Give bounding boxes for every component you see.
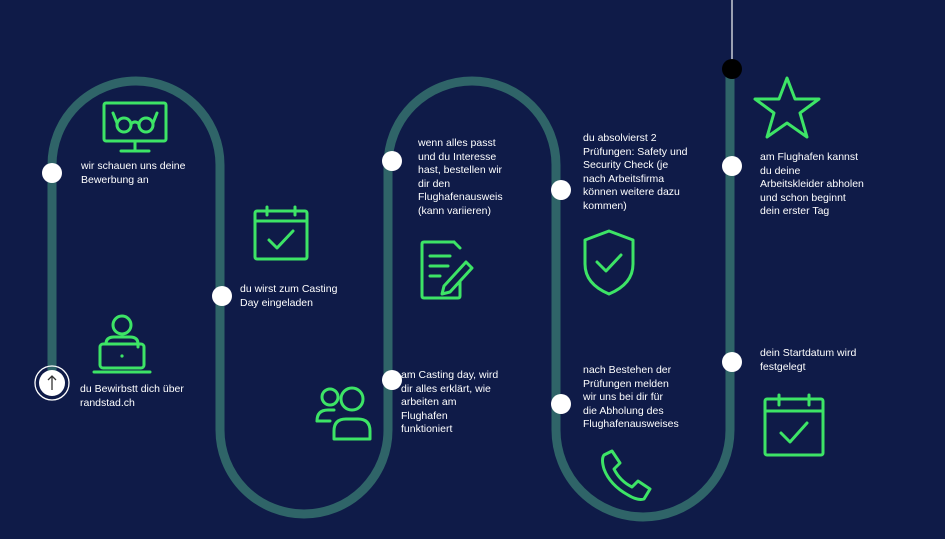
step-node-6 bbox=[551, 180, 571, 200]
step-text-1: du Bewirbstt dich über randstad.ch bbox=[80, 383, 184, 409]
step-node-4 bbox=[382, 370, 402, 390]
step-text-2: wir schauen uns deine Bewerbung an bbox=[81, 160, 186, 186]
step-text-3: du wirst zum Casting Day eingeladen bbox=[240, 283, 338, 309]
step-text-9: am Flughafen kannst du deine Arbeitsklei… bbox=[760, 151, 864, 217]
monitor-glasses-icon bbox=[101, 100, 169, 156]
step-text-8: dein Startdatum wird festgelegt bbox=[760, 347, 857, 373]
step-text-4: am Casting day, wird dir alles erklärt, … bbox=[401, 369, 499, 435]
step-text-6: du absolvierst 2 Prüfungen: Safety und S… bbox=[583, 132, 688, 212]
shield-check-icon bbox=[581, 228, 637, 296]
step-node-9 bbox=[722, 156, 742, 176]
end-node bbox=[722, 59, 742, 79]
step-node-7 bbox=[551, 394, 571, 414]
star-icon bbox=[751, 75, 823, 141]
document-pen-icon bbox=[418, 238, 478, 304]
step-node-3 bbox=[212, 286, 232, 306]
calendar-check-icon bbox=[761, 393, 827, 459]
person-laptop-icon bbox=[92, 312, 152, 376]
step-text-5: wenn alles passt und du Interesse hast, … bbox=[418, 137, 503, 217]
group-people-icon bbox=[314, 383, 380, 443]
start-node bbox=[34, 365, 70, 401]
step-node-8 bbox=[722, 352, 742, 372]
step-node-5 bbox=[382, 151, 402, 171]
step-node-2 bbox=[42, 163, 62, 183]
calendar-check-icon bbox=[251, 205, 311, 263]
step-text-7: nach Bestehen der Prüfungen melden wir u… bbox=[583, 364, 679, 430]
phone-icon bbox=[598, 447, 654, 503]
